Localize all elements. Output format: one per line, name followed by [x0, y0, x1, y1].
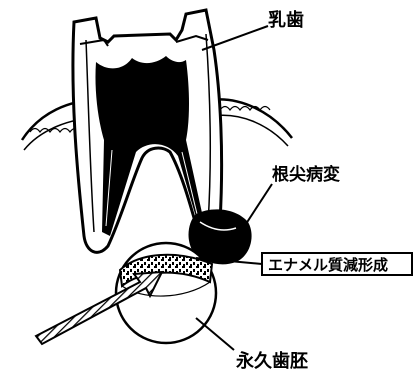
- label-permanent-tooth-germ: 永久歯胚: [235, 350, 308, 372]
- label-periapical-lesion: 根尖病変: [272, 164, 340, 185]
- label-primary-tooth: 乳歯: [268, 9, 304, 31]
- label-enamel-hypoplasia: エナメル質減形成: [268, 256, 388, 274]
